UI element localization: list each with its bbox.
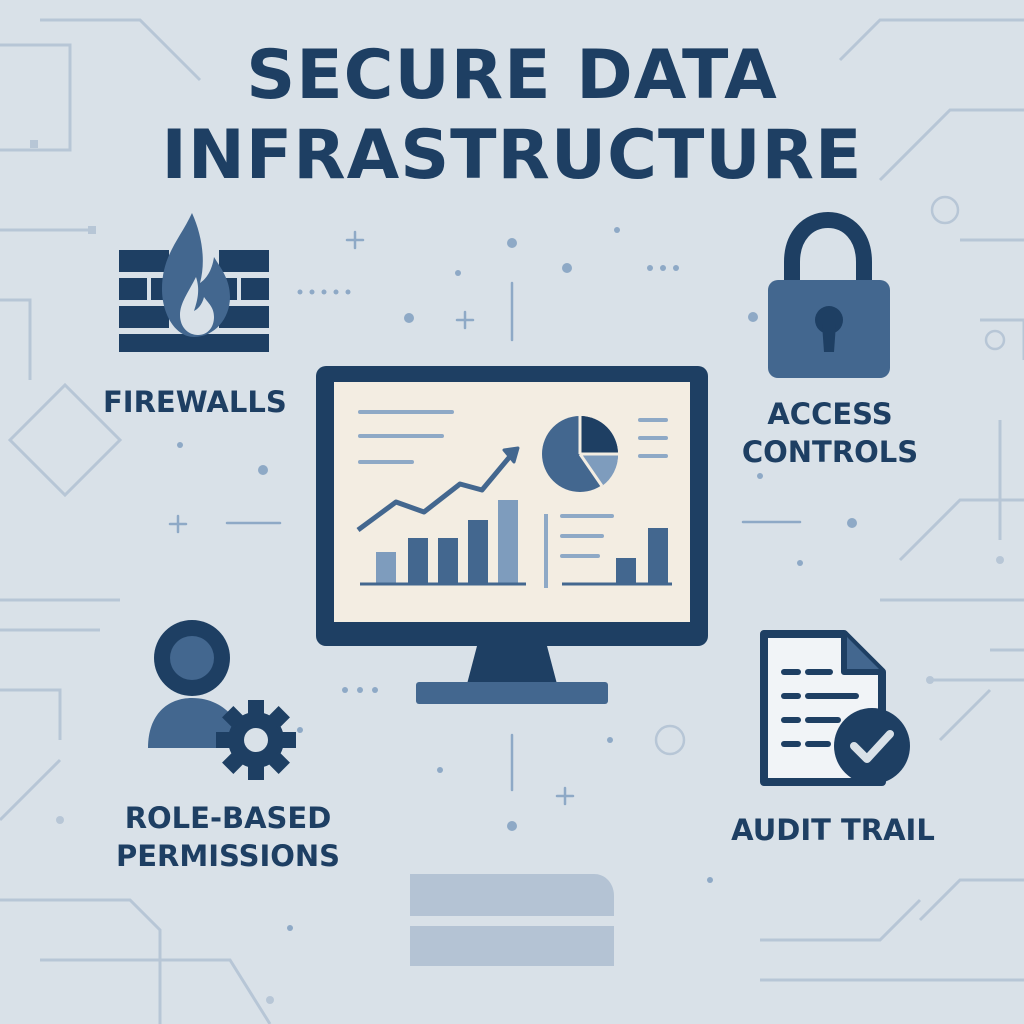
page-title-line2: INFRASTRUCTURE <box>161 116 863 195</box>
access-controls-label-line2: CONTROLS <box>741 435 919 469</box>
monitor-dashboard-icon <box>316 366 708 704</box>
role-based-label-line1: ROLE-BASED <box>124 801 332 835</box>
access-controls-label-line1: ACCESS <box>767 397 893 431</box>
user-gear-icon <box>148 620 296 780</box>
document-check-icon <box>760 630 910 786</box>
server-icon <box>410 874 614 966</box>
firewall-icon <box>119 213 269 352</box>
firewalls-label: FIREWALLS <box>103 385 287 419</box>
page-title-line1: SECURE DATA <box>246 36 778 115</box>
role-based-label-line2: PERMISSIONS <box>115 839 341 873</box>
audit-trail-label: AUDIT TRAIL <box>731 813 935 847</box>
padlock-icon <box>768 212 890 378</box>
